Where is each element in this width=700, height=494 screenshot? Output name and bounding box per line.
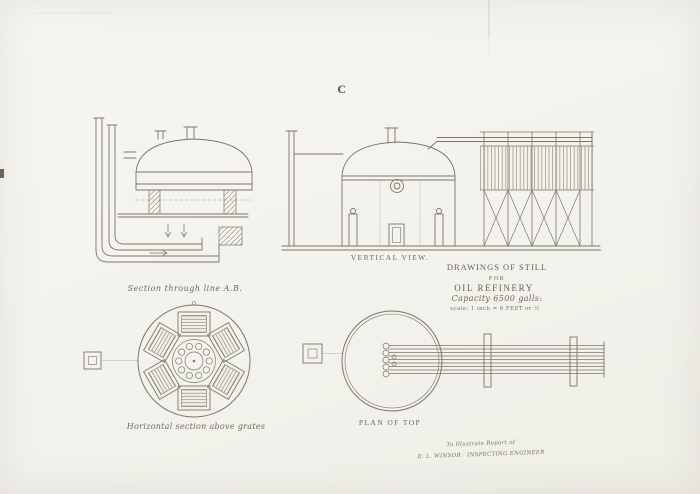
vapor-outlets [382,342,397,378]
report-note: To Illustrate Report of E. L. WINSOR · I… [417,440,545,460]
note-line-1: To Illustrate Report of [446,440,516,448]
title-block: DRAWINGS OF STILL FOR OIL REFINERY Capac… [447,262,547,312]
vertical-view-caption: VERTICAL VIEW. [351,253,429,262]
plate-letter: C [337,82,346,96]
grate [142,359,182,400]
flue-tube-ring [175,342,213,380]
ground-line [281,245,601,251]
plan-of-top-caption: PLAN OF TOP [359,418,421,427]
trestle-structure [479,131,602,251]
title-line-5: scale: 1 inch = 6 FEET or ½ [450,305,539,312]
title-line-2: FOR [489,276,505,282]
title-line-3: OIL REFINERY [454,283,534,293]
horizontal-section-view [83,301,251,418]
title-line-4: Capacity 6500 galls: [452,294,543,303]
section-caption: Section through line A.B. [128,284,243,293]
foundation-block [218,226,243,246]
title-line-1: DRAWINGS OF STILL [447,262,547,272]
manhole [390,179,404,193]
margin-mark [0,169,4,178]
note-line-2: E. L. WINSOR · INSPECTING ENGINEER [417,450,545,460]
junction-box [83,351,102,370]
still-dome-section [135,138,253,173]
grate [206,359,246,400]
pier-right [223,189,237,215]
grate [177,311,211,337]
vapor-pipe [427,133,593,150]
pier-left [148,189,161,215]
pipe-support [569,336,578,387]
pipe-runs [388,341,605,378]
plan-of-top-view [302,310,605,412]
vertical-view [281,127,601,251]
fold-crease-marks [0,0,490,178]
grate [142,322,182,363]
grate [206,322,246,363]
junction-box [302,343,323,364]
pipe-support [483,333,492,388]
grate [177,385,211,411]
horizontal-section-caption: Horizontal section above grates [126,422,266,431]
fire-door [388,223,405,247]
still-dome [341,141,456,177]
section-view [93,117,253,263]
